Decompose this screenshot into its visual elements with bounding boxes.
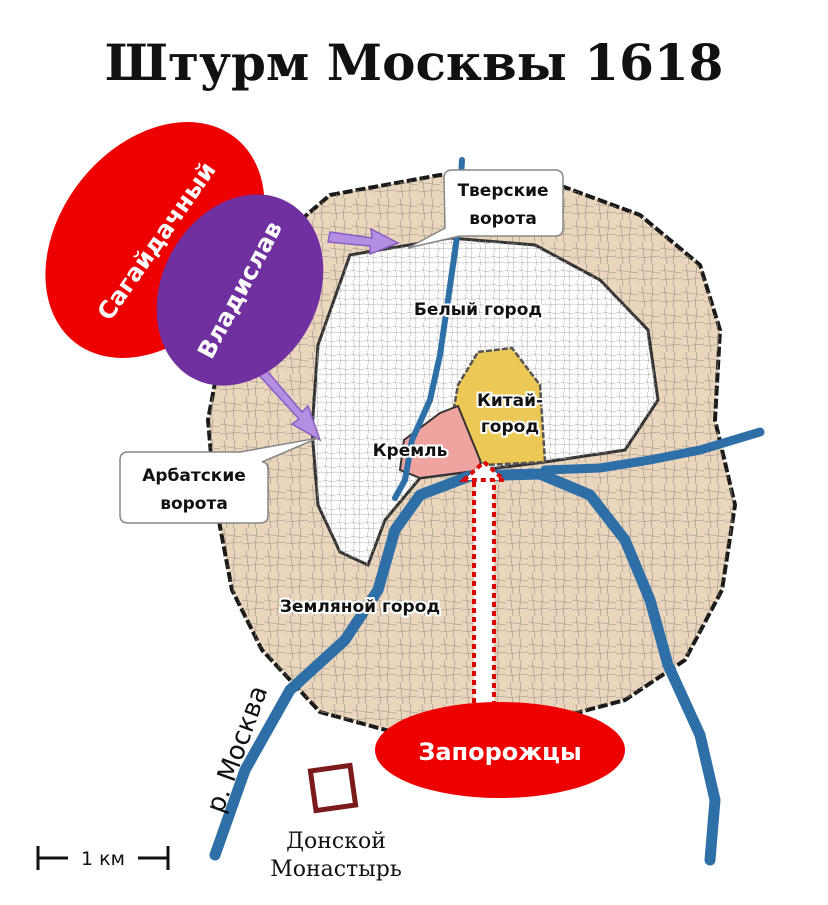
tverskie-gate-label-line1: Тверские [457,181,548,201]
arrow-to-tverskie-gate [327,227,400,256]
kremlin-area [398,404,484,480]
scale-bar-label: 1 км [81,848,125,870]
arbatskie-gate-label-line2: ворота [160,494,228,514]
donskoy-monastery-label-line1: Донской [286,829,386,854]
vladislav-army-marker: Владислав [156,194,324,386]
neglinnaya-river [392,157,465,501]
tverskie-gate-label-line2: ворота [469,209,537,229]
arbatskie-gate-callout: Арбатские ворота [119,437,319,524]
kitay-gorod-area [448,346,547,467]
moskva-river [209,468,721,866]
kitay-gorod-label-line2: город [481,417,539,437]
zaporozhtsy-attack-path [472,476,496,712]
bely-gorod-label: Белый город [414,300,542,320]
zaporozhtsy-army-marker: Запорожцы [375,702,625,798]
zaporozhtsy-attack-arrowhead [458,459,510,482]
map-title: Штурм Москвы 1618 [105,33,724,92]
arrow-to-arbatskie-gate [254,363,322,442]
tverskie-gate-callout: Тверские ворота [407,169,564,249]
kitay-gorod-label-line1: Китай- [477,391,543,411]
scale-bar: 1 км [36,846,170,870]
donskoy-monastery-icon [307,762,359,814]
yauza-river [540,427,765,475]
zemlyanoy-gorod-label: Земляной город [280,597,440,617]
donskoy-monastery-label-line2: Монастырь [270,857,402,882]
zaporozhtsy-label: Запорожцы [418,738,581,766]
arbatskie-gate-label-line1: Арбатские [142,466,246,486]
kremlin-label: Кремль [373,441,448,461]
